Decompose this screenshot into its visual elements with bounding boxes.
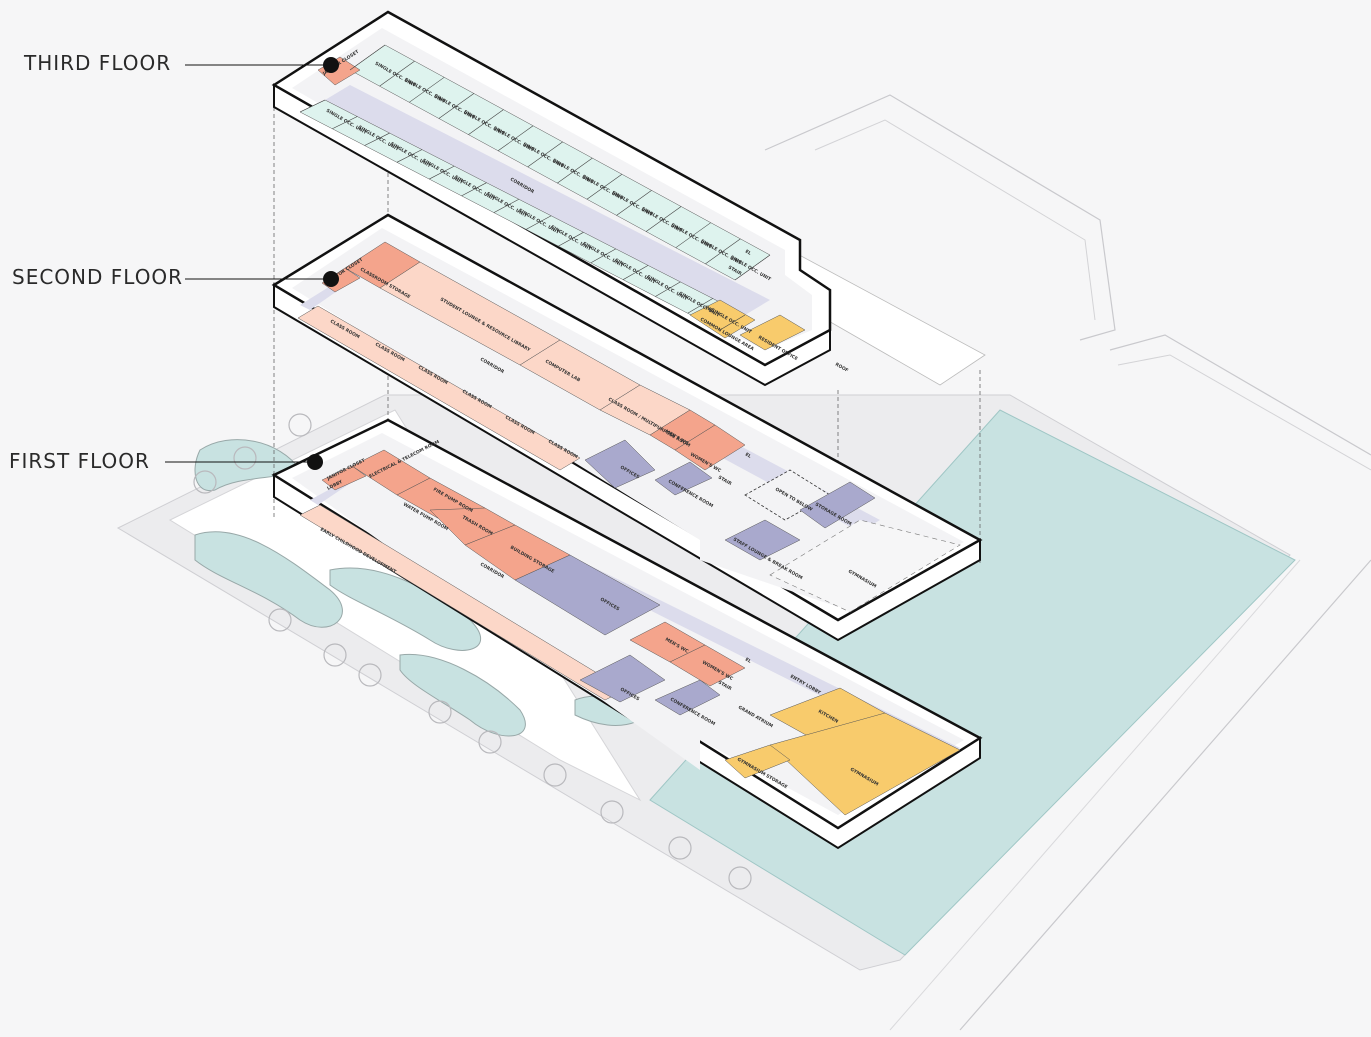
unit-divider — [590, 248, 616, 264]
tf-corridor — [325, 85, 770, 315]
second-floor-marker — [323, 271, 339, 287]
unit-divider — [493, 198, 519, 213]
third-floor-marker — [323, 57, 339, 73]
tree-symbol — [233, 446, 257, 470]
tf-unit-dividers — [299, 44, 771, 331]
tree-symbol — [288, 413, 312, 437]
sf-label-el: EL — [744, 452, 752, 460]
unit-divider — [622, 265, 649, 280]
ff-janitor — [321, 465, 367, 491]
road-edge-2 — [889, 559, 1301, 1031]
street-curb-inner — [814, 119, 1096, 321]
street-curb-right — [1109, 334, 1371, 456]
sf-storage — [799, 481, 876, 529]
water-feature-1 — [194, 531, 343, 628]
unit-divider — [557, 157, 593, 184]
unit-divider — [526, 215, 552, 230]
unit-divider — [655, 281, 681, 297]
ff-gym-storage — [724, 744, 791, 779]
first-floor-marker — [307, 454, 323, 470]
sf-conference — [654, 461, 713, 496]
tree-symbol — [728, 866, 752, 890]
unit-divider — [461, 182, 487, 197]
unit-divider — [396, 149, 423, 163]
unit-divider — [497, 125, 534, 152]
street-curb — [764, 94, 1116, 341]
tree-symbol — [193, 470, 217, 494]
unit-divider — [299, 99, 326, 113]
unit-divider — [332, 116, 358, 130]
ff-womens-wc — [669, 644, 746, 687]
tf-label-el: EL — [744, 249, 752, 257]
sf-classroom-strip — [297, 305, 581, 471]
tree-symbol — [600, 800, 624, 824]
unit-divider — [675, 222, 711, 248]
sf-offices — [584, 439, 656, 489]
unit-divider — [438, 93, 475, 119]
unit-divider — [349, 44, 386, 71]
ff-conference — [654, 679, 721, 716]
unit-divider — [379, 60, 415, 87]
unit-divider — [468, 109, 504, 135]
unit-divider — [687, 298, 713, 314]
street-curb-right-inner — [1117, 354, 1371, 471]
road-edge — [959, 559, 1371, 1031]
unit-divider — [616, 190, 652, 216]
third-floor-label: THIRD FLOOR — [24, 51, 172, 75]
sf-corridor — [300, 255, 880, 532]
tree-symbol — [268, 608, 292, 632]
unit-divider — [527, 141, 563, 168]
tree-symbol — [323, 643, 347, 667]
tree-row — [193, 413, 752, 890]
tree-symbol — [428, 700, 452, 724]
unit-divider — [558, 232, 584, 247]
unit-divider — [429, 165, 455, 180]
unit-divider — [364, 132, 390, 146]
tree-symbol — [358, 663, 382, 687]
ff-label-el: EL — [744, 657, 752, 665]
unit-divider — [645, 206, 682, 232]
unit-divider — [734, 254, 771, 281]
tf-lounge — [689, 299, 756, 339]
unit-divider — [586, 173, 623, 200]
first-floor-plate: JANITOR CLOSET ELECTRICAL & TELECOM ROOM… — [271, 418, 983, 850]
ff-offices-small — [579, 654, 666, 703]
water-feature-2 — [329, 567, 482, 651]
second-floor-plate: JANITOR CLOSET CLASSROOM STORAGE STUDENT… — [271, 213, 983, 642]
unit-divider — [719, 314, 746, 331]
unit-divider — [705, 238, 741, 265]
first-floor-corridor — [310, 462, 960, 758]
sf-staff-lounge — [724, 519, 801, 561]
tf-label-wc: WC — [704, 305, 715, 315]
first-floor-label: FIRST FLOOR — [9, 449, 150, 473]
sf-gym-void — [769, 519, 961, 613]
tf-label-roof: ROOF — [834, 362, 849, 374]
unit-divider — [409, 77, 445, 103]
ff-offices-large — [514, 554, 661, 636]
leaders — [165, 57, 339, 470]
ff-gymnasium — [769, 712, 961, 816]
tree-symbol — [478, 730, 502, 754]
sf-womens-wc — [674, 424, 746, 471]
tree-symbol — [668, 836, 692, 860]
tf-office — [739, 314, 806, 351]
third-floor-plate: JANITOR CLOSET CORRIDOR STAIR EL WC COMM… — [271, 10, 986, 387]
water-feature-3 — [399, 653, 526, 737]
sf-open-to-below — [744, 469, 831, 521]
tree-symbol — [543, 763, 567, 787]
second-floor-label: SECOND FLOOR — [12, 265, 184, 289]
